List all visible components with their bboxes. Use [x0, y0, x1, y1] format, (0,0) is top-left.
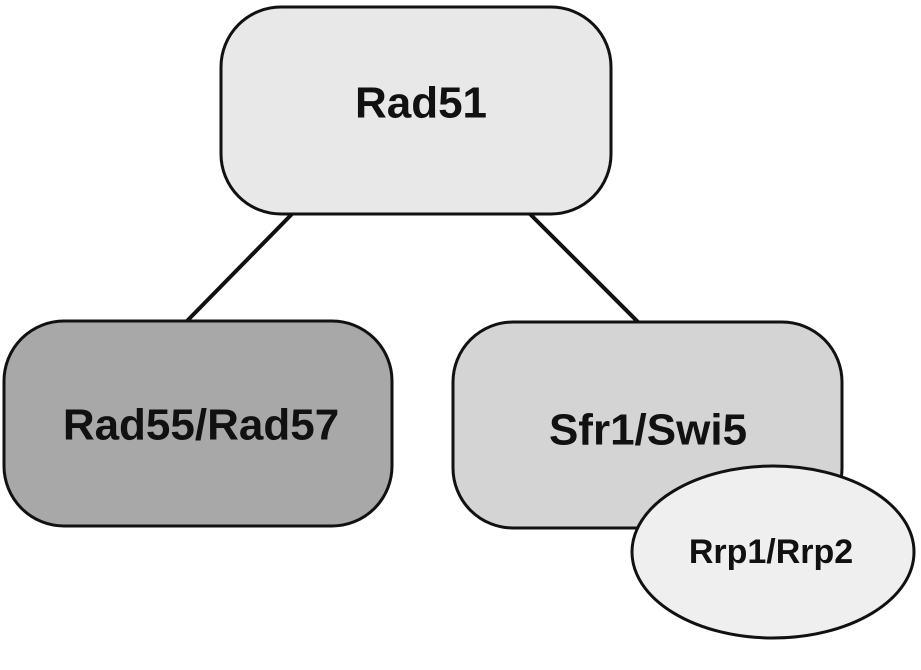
node-rad51-box — [219, 5, 613, 216]
node-rad55-rad57: Rad55/Rad57 — [2, 319, 394, 528]
node-rad51-label: Rad51 — [355, 79, 487, 128]
node-rrp1-rrp2: Rrp1/Rrp2 — [630, 464, 916, 640]
node-rad55-rad57-box — [2, 319, 394, 528]
node-rad55-rad57-label: Rad55/Rad57 — [63, 401, 339, 450]
edge-rad51-sfr1-swi5 — [528, 212, 640, 324]
node-rrp1-rrp2-ellipse — [630, 464, 916, 640]
edge-rad51-rad55-rad57 — [184, 212, 294, 324]
node-sfr1-swi5-label: Sfr1/Swi5 — [549, 406, 747, 455]
node-rad51: Rad51 — [219, 5, 613, 216]
node-rrp1-rrp2-label: Rrp1/Rrp2 — [689, 533, 853, 571]
